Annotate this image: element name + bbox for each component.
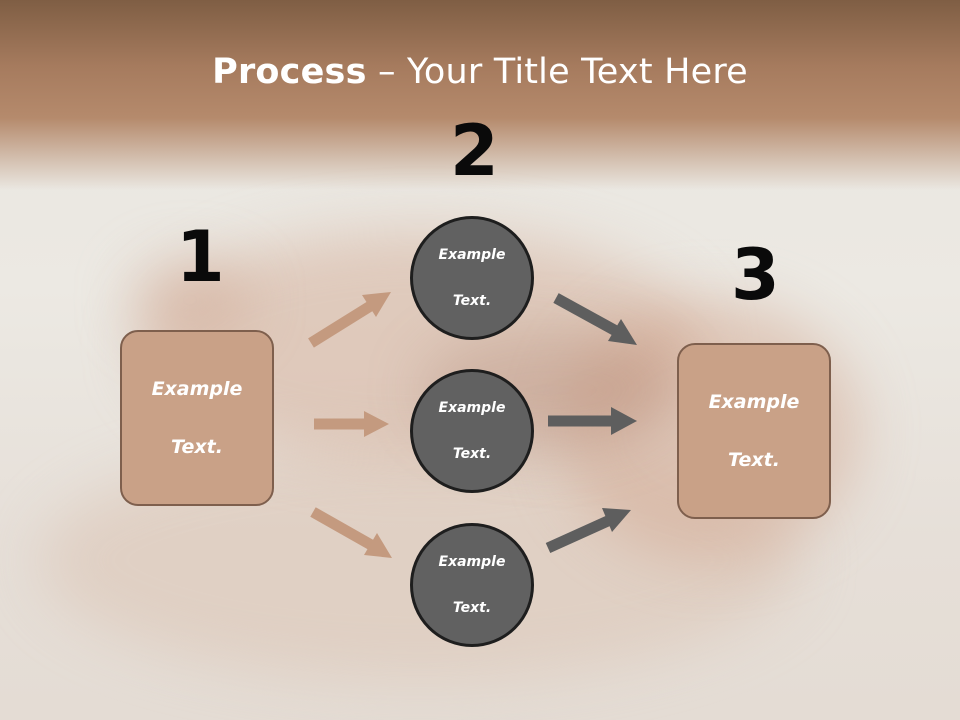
circle-top-line1: Example xyxy=(438,246,506,263)
arrow-top-to-right xyxy=(553,293,637,345)
circle-top-line2: Text. xyxy=(452,292,492,309)
right-box-line1: Example xyxy=(708,390,800,413)
step-number-2: 2 xyxy=(450,110,499,192)
title-bold-part: Process xyxy=(212,52,367,92)
arrow-mid-to-right xyxy=(548,407,637,435)
step-number-3: 3 xyxy=(731,234,780,316)
right-box-line2: Text. xyxy=(728,448,780,471)
circle-mid-line1: Example xyxy=(438,399,506,416)
title-light-part: – Your Title Text Here xyxy=(366,52,748,92)
circle-bot-line2: Text. xyxy=(452,599,492,616)
arrow-left-to-top xyxy=(308,292,391,348)
arrow-left-to-mid xyxy=(314,411,389,437)
left-box-line1: Example xyxy=(151,377,243,400)
title-band xyxy=(0,0,960,190)
circle-mid-line2: Text. xyxy=(452,445,492,462)
background-hand-finger xyxy=(130,260,250,340)
arrow-left-to-bot xyxy=(310,507,392,558)
left-box-line2: Text. xyxy=(171,435,223,458)
page-title: Process – Your Title Text Here xyxy=(0,52,960,92)
step-number-1: 1 xyxy=(176,216,225,298)
circle-bot-line1: Example xyxy=(438,553,506,570)
arrow-bot-to-right xyxy=(545,508,631,554)
